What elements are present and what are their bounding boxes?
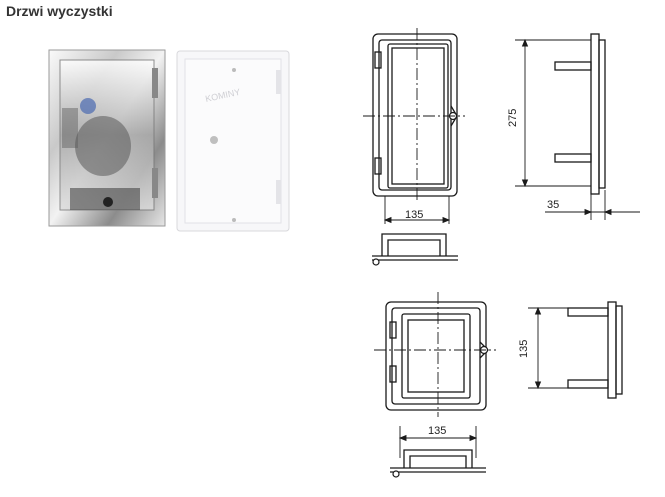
small-door-height-label: 135 [518,340,530,358]
large-door-top-drawing [372,233,458,266]
small-door-side-drawing: 135 [518,301,623,399]
small-door-front-drawing [374,292,496,417]
chrome-door-photo [48,49,166,227]
small-door-top-drawing: 135 [390,425,486,478]
small-door-width-label: 135 [428,425,446,437]
large-door-front-drawing: 135 [363,28,465,224]
large-door-side-drawing: 275 35 [507,33,640,220]
large-door-height-label: 275 [507,109,519,127]
large-door-width-label: 135 [405,209,423,221]
page-title: Drzwi wyczystki [6,3,113,19]
large-door-depth-label: 35 [547,199,559,211]
white-door-photo: KOMINY [176,50,290,232]
